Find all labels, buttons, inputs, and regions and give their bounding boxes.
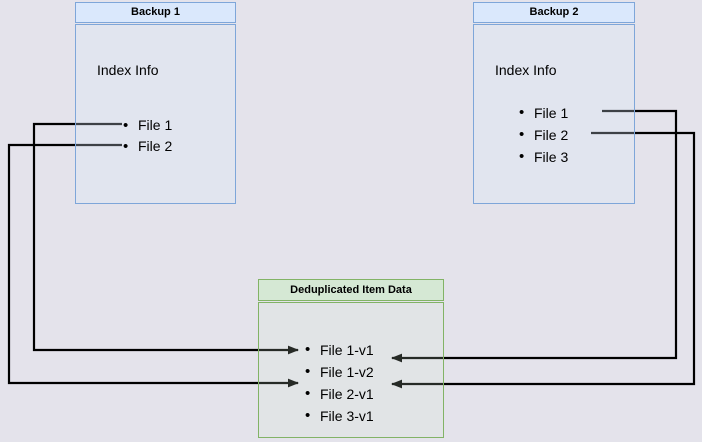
backup-2-index-info-label: Index Info bbox=[495, 62, 557, 78]
backup-1-index-info-label: Index Info bbox=[97, 62, 159, 78]
backup-2-file-list: File 1 File 2 File 3 bbox=[519, 102, 568, 168]
list-item[interactable]: File 3-v1 bbox=[305, 405, 374, 427]
list-item[interactable]: File 3 bbox=[519, 146, 568, 168]
node-deduplicated-item-data[interactable]: Deduplicated Item Data File 1-v1 File 1-… bbox=[258, 279, 444, 438]
node-backup-1-body bbox=[75, 24, 236, 204]
node-backup-2-title: Backup 2 bbox=[473, 2, 635, 23]
list-item[interactable]: File 1-v2 bbox=[305, 361, 374, 383]
list-item[interactable]: File 2 bbox=[123, 136, 172, 157]
node-dedup-title: Deduplicated Item Data bbox=[258, 279, 444, 301]
backup-1-file-list: File 1 File 2 bbox=[123, 115, 172, 157]
node-backup-1-title: Backup 1 bbox=[75, 2, 236, 23]
list-item[interactable]: File 1 bbox=[519, 102, 568, 124]
dedup-item-list: File 1-v1 File 1-v2 File 2-v1 File 3-v1 bbox=[305, 339, 374, 427]
list-item[interactable]: File 1 bbox=[123, 115, 172, 136]
list-item[interactable]: File 2-v1 bbox=[305, 383, 374, 405]
node-backup-2[interactable]: Backup 2 Index Info File 1 File 2 File 3 bbox=[473, 2, 635, 204]
list-item[interactable]: File 2 bbox=[519, 124, 568, 146]
list-item[interactable]: File 1-v1 bbox=[305, 339, 374, 361]
node-backup-1[interactable]: Backup 1 Index Info File 1 File 2 bbox=[75, 2, 236, 204]
